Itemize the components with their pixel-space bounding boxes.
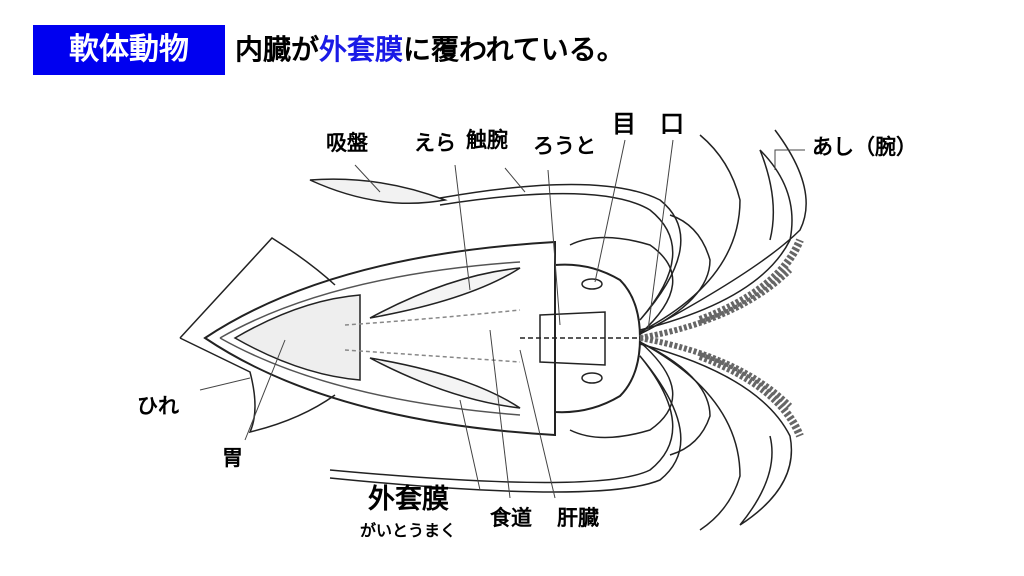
eye-lower [581, 372, 603, 384]
arms [569, 129, 807, 531]
label-sucker: 吸盤 [326, 131, 368, 155]
subtitle: 内臓が外套膜に覆われている。 [235, 30, 625, 70]
label-esophagus: 食道 [490, 506, 532, 530]
label-stomach: 胃 [222, 446, 243, 470]
title-box: 軟体動物 [33, 25, 225, 75]
subtitle-text: 内臓が [235, 33, 320, 66]
label-mantle-reading: がいとうまく [360, 521, 457, 540]
subtitle-text-end: に覆われている。 [403, 33, 625, 66]
label-eye: 目 [612, 110, 636, 138]
sucker-clusters [639, 238, 804, 438]
label-tentacle: 触腕 [466, 128, 508, 152]
funnel [539, 311, 606, 366]
label-funnel: ろうと [533, 134, 596, 158]
label-liver: 肝臓 [557, 506, 599, 530]
tentacle-club-upper [309, 178, 448, 204]
label-gill: えら [414, 131, 456, 155]
tentacle-upper [439, 183, 682, 321]
label-fin: ひれ [137, 394, 179, 418]
label-mouth: 口 [660, 110, 684, 138]
subtitle-highlight: 外套膜 [319, 33, 404, 66]
tentacle-lower [329, 355, 682, 493]
label-mantle: 外套膜 [368, 484, 449, 515]
page-title: 軟体動物 [69, 32, 189, 67]
gill-lower [369, 357, 521, 409]
label-arm: あし（腕） [812, 135, 917, 159]
eye-upper [581, 278, 603, 290]
gill-upper [369, 267, 521, 319]
